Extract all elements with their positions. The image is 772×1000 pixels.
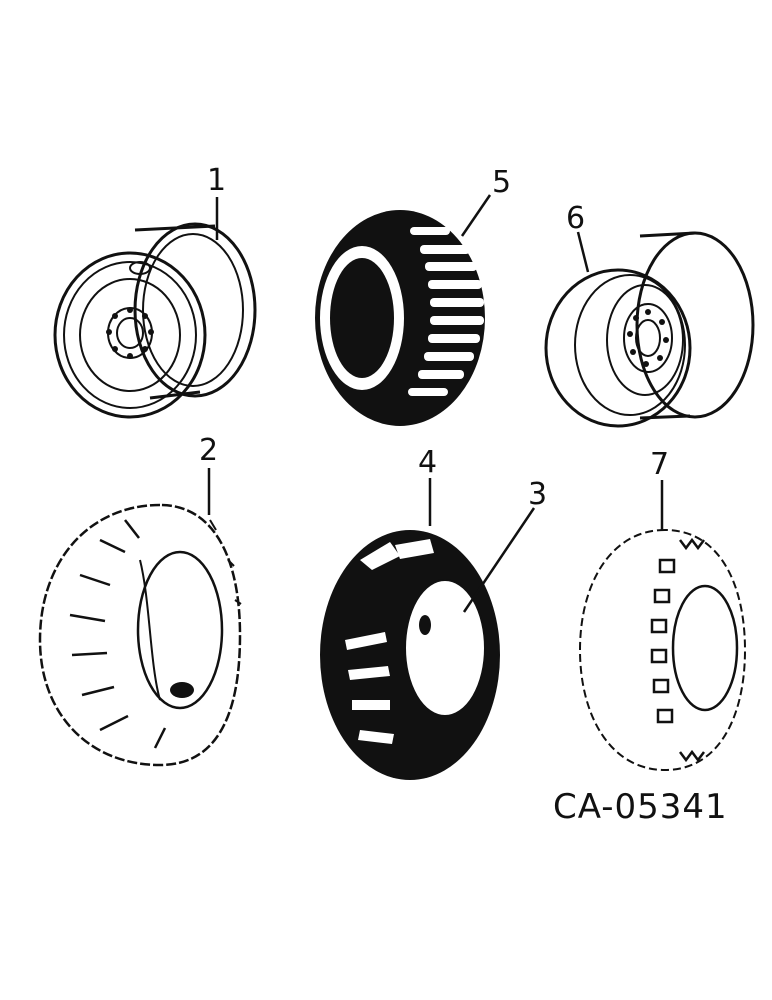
wheel-rim-part-6 xyxy=(544,231,755,428)
leader-line-3 xyxy=(462,507,536,613)
callout-1: 1 xyxy=(207,163,226,198)
tire-part-4 xyxy=(320,530,500,780)
callout-5: 5 xyxy=(492,165,511,200)
callout-7: 7 xyxy=(650,447,669,482)
tire-part-2 xyxy=(38,503,242,767)
drawing-code: CA-05341 xyxy=(553,787,728,827)
callout-4: 4 xyxy=(418,445,437,480)
callout-6: 6 xyxy=(566,201,585,236)
leader-line-6 xyxy=(576,231,590,273)
tire-part-7 xyxy=(578,528,747,772)
leader-lines xyxy=(207,194,664,613)
callout-2: 2 xyxy=(199,433,218,468)
wheel-rim-part-1 xyxy=(53,222,257,419)
callout-3: 3 xyxy=(528,477,547,512)
leader-line-5 xyxy=(460,194,492,237)
tire-part-5 xyxy=(315,210,485,426)
